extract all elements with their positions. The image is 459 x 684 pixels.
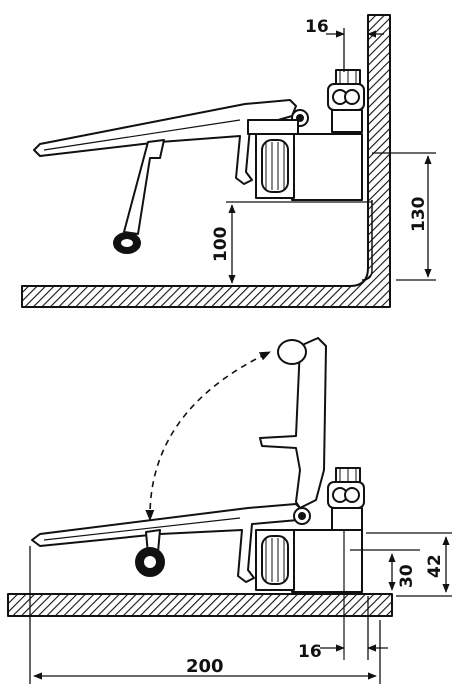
dim-42 <box>366 532 452 597</box>
bottom-view <box>7 337 452 684</box>
top-fitting <box>327 69 365 133</box>
dim-label-130: 130 <box>409 196 429 232</box>
raised-pedal-plate <box>259 337 327 509</box>
dim-label-30: 30 <box>397 564 417 588</box>
dim-16-bottom <box>320 596 388 660</box>
dim-label-16-bottom: 16 <box>298 642 322 662</box>
dim-16-top <box>326 28 384 72</box>
dim-label-200: 200 <box>186 656 224 677</box>
dim-30 <box>350 549 420 591</box>
valve-body <box>291 133 363 201</box>
pedal-ribs <box>43 119 241 151</box>
support-leg <box>123 139 165 235</box>
valve-body-bottom <box>291 529 363 593</box>
pedal-plate-lowered <box>31 503 303 583</box>
top-view <box>21 14 436 308</box>
dim-label-42: 42 <box>425 554 445 578</box>
bottom-roller <box>135 547 165 577</box>
travel-arc <box>145 351 272 522</box>
top-fitting-bottom <box>327 467 365 531</box>
leg-roller <box>113 232 141 254</box>
floor-slab <box>7 593 393 617</box>
dim-label-16-top: 16 <box>305 17 329 37</box>
dim-100 <box>226 201 372 284</box>
raised-pedal-roller <box>277 339 307 365</box>
wall-and-floor <box>21 14 391 308</box>
dim-200 <box>29 546 381 684</box>
wall-niche <box>361 200 373 281</box>
dim-130 <box>372 152 436 281</box>
dim-label-100: 100 <box>211 226 231 262</box>
